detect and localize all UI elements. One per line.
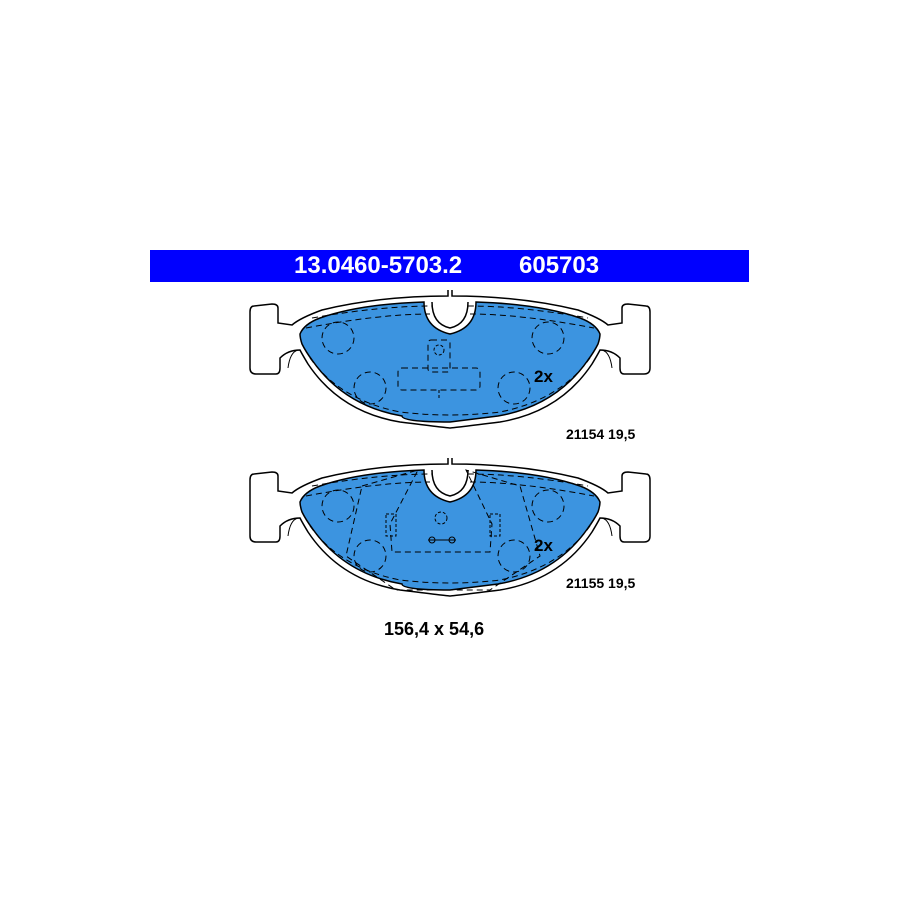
pad-1-code: 21154 19,5	[566, 426, 636, 442]
pad-dimensions: 156,4 x 54,6	[384, 619, 485, 639]
reference-number: 605703	[519, 252, 600, 279]
header-bar	[150, 250, 749, 282]
pad-1-quantity: 2x	[534, 367, 553, 386]
pad-2-code: 21155 19,5	[566, 575, 636, 591]
pad-2-quantity: 2x	[534, 536, 553, 555]
brake-pad-2	[249, 457, 651, 597]
part-number: 13.0460-5703.2	[294, 252, 463, 279]
brake-pad-1	[249, 289, 651, 429]
